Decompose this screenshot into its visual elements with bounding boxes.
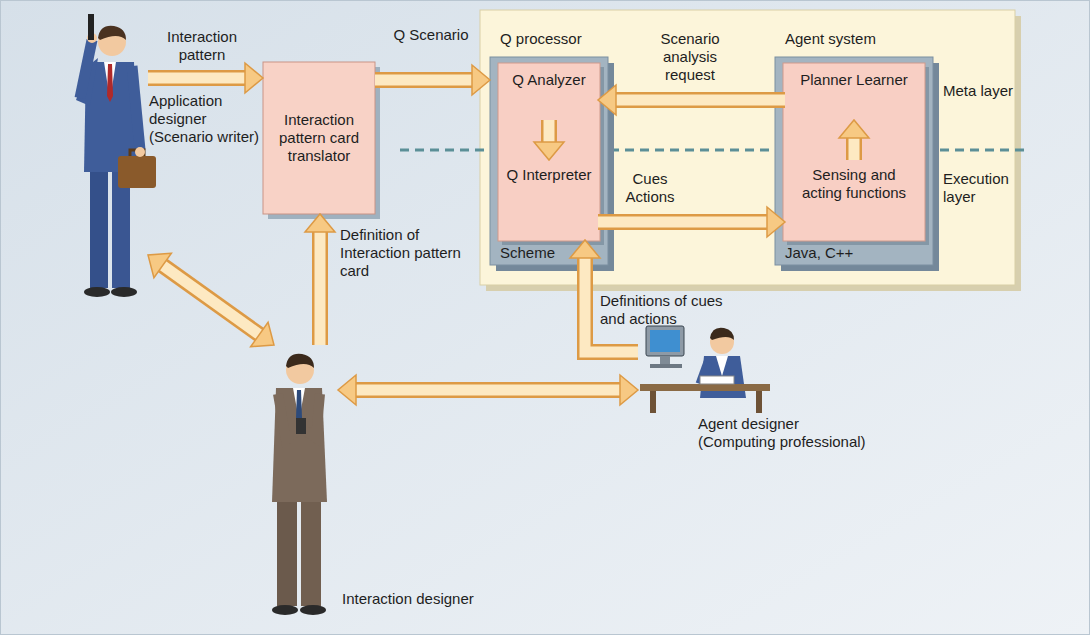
flow-arrow	[375, 65, 490, 95]
flow-arrow	[598, 85, 785, 115]
translator-box: Interaction pattern card translator	[263, 62, 375, 214]
panel-fill	[490, 57, 608, 265]
box-label: Interaction pattern card translator	[269, 111, 369, 165]
arrow-shaft	[615, 95, 785, 106]
arrow-head	[148, 253, 171, 277]
box-label: Planner Learner	[800, 71, 908, 89]
interaction-designer-figure	[272, 354, 327, 615]
role-label: Agent designer (Computing professional)	[698, 415, 878, 451]
panel-fill	[775, 57, 933, 265]
panel-footer: Java, C++	[775, 244, 933, 265]
interpreter-box: Q Interpreter	[500, 160, 598, 240]
flow-arrow	[305, 214, 335, 345]
sensing-box: Sensing and acting functions	[785, 160, 923, 240]
processor-panel: Q processorSchemeQ AnalyzerQ Interpreter	[490, 57, 608, 265]
arrow-head	[245, 63, 263, 93]
arrow-head	[534, 142, 564, 160]
arrow-head	[338, 375, 356, 405]
agent-designer: Agent designer (Computing professional)	[638, 320, 773, 415]
panel-shadow	[496, 63, 614, 271]
arrow-shaft-outline	[312, 231, 328, 345]
flow-label: Definitions of cues and actions	[600, 292, 730, 328]
arrow-shaft	[355, 385, 621, 396]
box-label: Sensing and acting functions	[791, 166, 917, 202]
flow-arrow	[148, 63, 263, 93]
arrow-shaft-outline	[375, 72, 473, 88]
layer-label: Execution layer	[943, 170, 1015, 206]
arrow-shaft-outline	[355, 382, 621, 398]
panel-heading: Q processor	[500, 30, 618, 48]
arrow-head	[839, 120, 869, 138]
agent-designer-figure	[640, 326, 770, 413]
arrow-shaft	[315, 231, 326, 345]
flow-arrow	[598, 207, 785, 237]
flow-arrow	[534, 120, 564, 160]
arrow-head	[570, 240, 600, 258]
box-label: Q Analyzer	[512, 71, 585, 89]
arrow-shaft-outline	[162, 265, 260, 335]
arrow-head	[472, 65, 490, 95]
agent-system-panel: Agent systemJava, C++Planner LearnerSens…	[775, 57, 933, 265]
panel-shadow	[781, 63, 939, 271]
panel-footer: Scheme	[490, 244, 608, 265]
flow-label: Q Scenario	[392, 26, 470, 44]
analyzer-box: Q Analyzer	[500, 65, 598, 120]
flow-label: Definition of Interaction pattern card	[340, 226, 465, 280]
arrow-shaft	[375, 75, 473, 86]
arrow-shaft	[598, 217, 768, 228]
flow-arrow	[338, 375, 638, 405]
arrow-shaft	[544, 120, 555, 143]
role-label: Application designer (Scenario writer)	[149, 92, 261, 146]
planner-box: Planner Learner	[785, 65, 923, 120]
application-designer-figure	[76, 14, 156, 297]
layer-label: Meta layer	[943, 82, 1017, 100]
system-panel	[480, 10, 1015, 285]
flow-label: Interaction pattern	[152, 28, 252, 64]
box-fill	[263, 62, 375, 214]
box-label: Q Interpreter	[506, 166, 591, 184]
flow-arrow	[148, 253, 274, 346]
interaction-designer: Interaction designer	[262, 345, 338, 625]
arrow-head	[620, 375, 638, 405]
flow-label: Scenario analysis request	[645, 30, 735, 84]
inner-fill	[783, 63, 925, 241]
arrow-shaft	[148, 73, 246, 84]
arrow-shaft-outline	[148, 70, 246, 86]
arrow-head	[767, 207, 785, 237]
arrow-head	[251, 322, 274, 346]
arrow-shaft	[849, 137, 860, 160]
arrow-head	[598, 85, 616, 115]
flow-arrow	[839, 120, 869, 160]
flow-label: Cues Actions	[615, 170, 685, 206]
arrow-shaft-outline	[615, 92, 785, 108]
inner-fill	[498, 63, 600, 241]
arrow-shaft	[162, 265, 260, 335]
arrow-shaft-outline	[541, 120, 557, 143]
panel-heading: Agent system	[785, 30, 943, 48]
arrow-shaft-outline	[598, 214, 768, 230]
application-designer: Application designer (Scenario writer)	[70, 15, 148, 305]
arrow-head	[305, 214, 335, 232]
role-label: Interaction designer	[342, 590, 512, 608]
arrow-shaft-outline	[846, 137, 862, 160]
